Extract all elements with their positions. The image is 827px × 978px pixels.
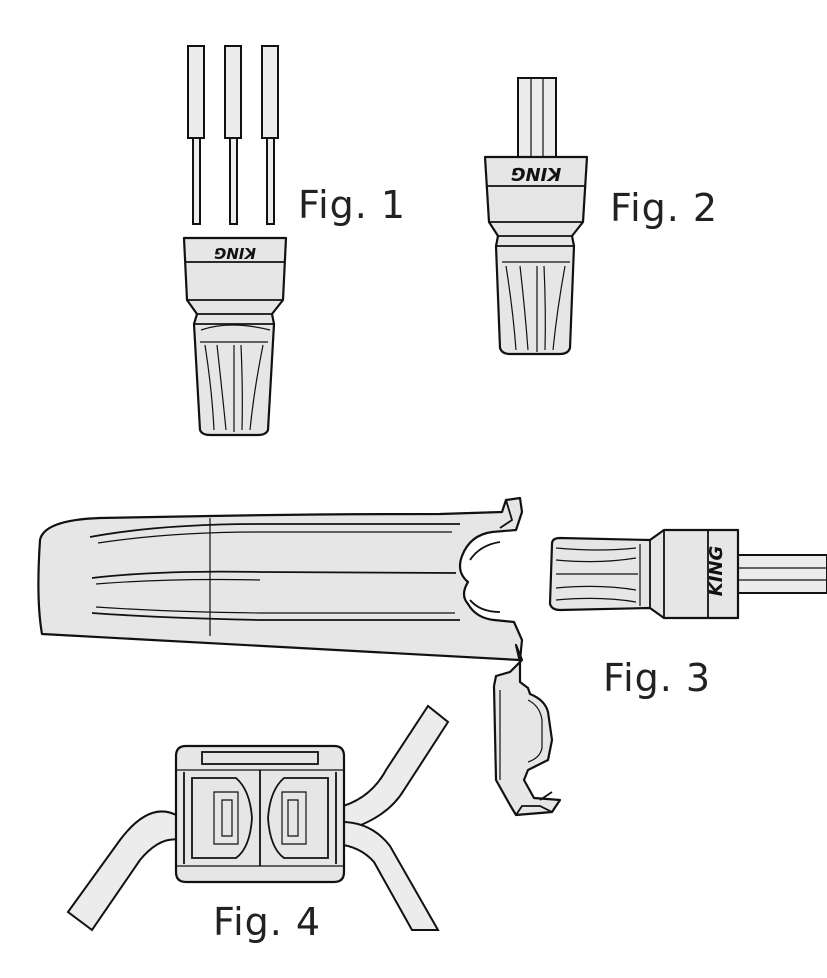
fig3-wire-stub — [734, 554, 827, 594]
fig4-label: Fig. 4 — [213, 900, 322, 944]
fig2-drawing: KING — [483, 77, 589, 356]
fig3-brand-text: KING — [706, 546, 727, 596]
fig3-label: Fig. 3 — [603, 656, 712, 700]
fig1-connector: KING — [182, 236, 288, 437]
fig1-brand-text: KING — [214, 244, 256, 262]
fig4-wires — [66, 704, 450, 932]
fig4-connector-block — [174, 744, 346, 884]
fig3-connector: KING — [548, 528, 740, 620]
fig1-wires — [187, 45, 279, 225]
fig1-drawing: KING — [182, 45, 288, 437]
fig3-tool — [37, 496, 524, 662]
fig2-label: Fig. 2 — [610, 186, 719, 230]
fig3-drawing: KING — [37, 496, 827, 817]
fig2-brand-text: KING — [511, 163, 561, 184]
fig4-drawing — [66, 704, 450, 932]
fig1-label: Fig. 1 — [298, 183, 407, 227]
fig2-connector: KING — [483, 155, 589, 356]
fig2-wires — [517, 77, 557, 159]
fig3-bracket — [492, 643, 562, 817]
